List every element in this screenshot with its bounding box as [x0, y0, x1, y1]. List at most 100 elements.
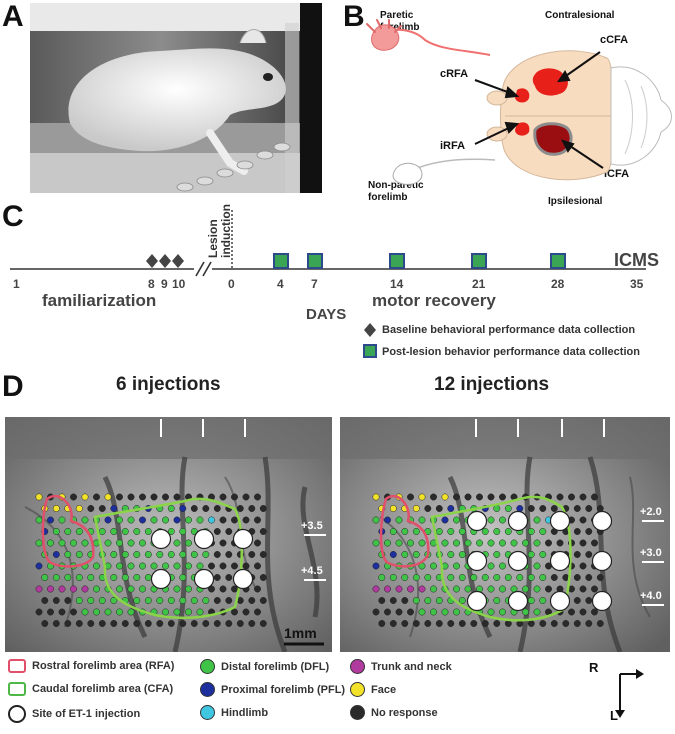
map1-map-point — [47, 585, 54, 593]
baseline-legend-label: Baseline behavioral performance data col… — [382, 324, 636, 336]
map2-map-point — [378, 620, 386, 627]
legend-pfl: Proximal forelimb (PFL) — [200, 682, 345, 697]
map2-map-point — [493, 620, 501, 627]
scale-bar-label: 1mm — [284, 625, 317, 641]
map1-map-point — [150, 562, 158, 570]
map2-map-point — [412, 551, 420, 558]
map1-map-point — [150, 493, 158, 501]
legend-diamond-icon — [364, 323, 376, 337]
map1-map-point — [58, 516, 66, 524]
ccfa-area — [532, 68, 568, 96]
map1-map-point — [202, 620, 210, 627]
map2-map-point — [516, 574, 524, 581]
map2-et1-injection-site — [507, 550, 529, 572]
map1-map-point — [127, 493, 135, 501]
map1-map-point — [259, 528, 267, 535]
map1-map-point — [144, 597, 152, 604]
map2-map-point — [384, 585, 391, 593]
map2-map-point — [499, 562, 506, 570]
map2-map-point — [573, 597, 581, 604]
map2-map-point — [470, 620, 478, 627]
map2-map-point — [418, 608, 426, 616]
orientation-compass — [615, 669, 644, 718]
map2-map-point — [401, 528, 409, 535]
map2-map-point — [412, 528, 420, 535]
map1-map-point — [35, 562, 43, 570]
map1-map-point — [213, 597, 221, 604]
map1-map-point — [219, 585, 227, 593]
day-tick-14: 14 — [390, 277, 404, 291]
map1-map-point — [58, 585, 66, 593]
map2-map-point — [424, 597, 432, 604]
map2-map-point — [533, 539, 541, 547]
map1-map-point — [167, 597, 175, 604]
map2-map-point — [395, 585, 403, 593]
map1-map-point — [236, 620, 244, 627]
map2-map-point — [591, 585, 598, 593]
map2-map-point — [458, 620, 466, 627]
map2-map-point — [504, 574, 512, 581]
map1-map-point — [110, 620, 118, 627]
map2-map-point — [453, 539, 460, 547]
day-tick-0: 0 — [228, 277, 235, 291]
map1-map-point — [41, 574, 49, 581]
map1-map-point — [52, 597, 60, 604]
map2-map-point — [389, 551, 397, 558]
brain-diagram — [366, 19, 672, 185]
map1-map-point — [167, 620, 175, 627]
map1-map-point — [167, 528, 175, 535]
map2-map-point — [579, 516, 587, 524]
map2-map-point — [372, 585, 380, 593]
map2-side-tick-0: +2.0 — [640, 506, 662, 518]
day-tick-8: 8 — [148, 277, 155, 291]
map2-map-point — [585, 551, 593, 558]
map2-map-point — [539, 551, 547, 558]
map1-map-point — [47, 608, 54, 616]
map1-map-point — [87, 620, 95, 627]
map1-map-point — [110, 597, 118, 604]
map2-map-point — [545, 539, 552, 547]
day-tick-35: 35 — [630, 277, 644, 291]
map1-map-point — [162, 562, 169, 570]
day-tick-28: 28 — [551, 277, 565, 291]
postlesion-square-7 — [307, 253, 323, 269]
map2-map-point — [372, 516, 380, 524]
map2-map-point — [539, 597, 547, 604]
map2-map-point — [585, 528, 593, 535]
map2-map-point — [453, 516, 460, 524]
map2-map-point — [418, 516, 426, 524]
map2-map-point — [493, 551, 501, 558]
map2-map-point — [481, 528, 489, 535]
map1-map-point — [58, 608, 66, 616]
map2-map-point — [435, 620, 443, 627]
map2-map-point — [573, 574, 581, 581]
legend-rfa: Rostral forelimb area (RFA) — [8, 659, 174, 673]
map1-map-point — [35, 608, 43, 616]
map1-map-point — [133, 528, 141, 535]
map1-map-point — [156, 620, 164, 627]
map1-map-point — [104, 516, 112, 524]
map2-map-point — [401, 551, 409, 558]
map2-map-point — [384, 608, 391, 616]
map2-map-point — [545, 585, 552, 593]
map2-map-point — [591, 608, 598, 616]
map2-map-point — [458, 528, 466, 535]
map2-map-point — [556, 493, 564, 501]
map2-map-point — [499, 539, 506, 547]
map2-map-point — [585, 574, 593, 581]
map1-map-point — [254, 585, 261, 593]
map1-side-tick-1: +4.5 — [301, 565, 323, 577]
timeline — [10, 210, 646, 358]
map1-top-tick-1: +0.5 — [188, 404, 210, 416]
map1-map-point — [179, 597, 187, 604]
map1-map-point — [98, 597, 106, 604]
map2-map-point — [401, 597, 409, 604]
map1-map-point — [64, 620, 72, 627]
postlesion-square-21 — [471, 253, 487, 269]
map1-map-point — [242, 562, 250, 570]
map2-map-point — [389, 620, 397, 627]
map2-map-point — [568, 608, 575, 616]
legend-et1: Site of ET-1 injection — [8, 705, 140, 723]
map2-map-point — [493, 528, 501, 535]
